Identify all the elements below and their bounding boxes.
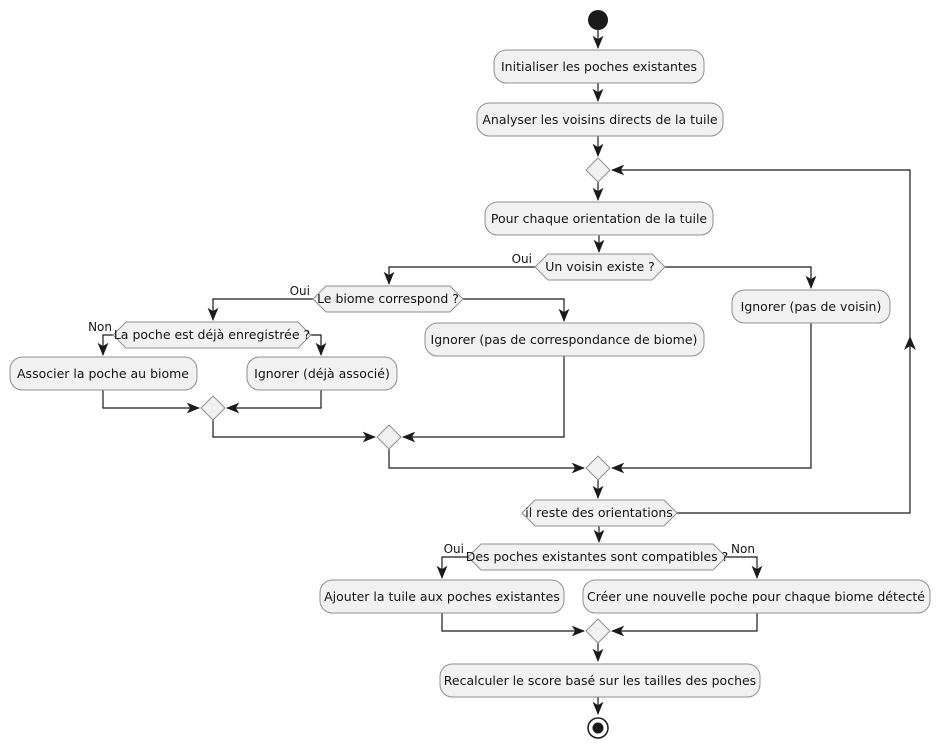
activity-ignorer-deja-associe: Ignorer (déjà associé) (246, 356, 398, 391)
activity-analyser-voisins: Analyser les voisins directs de la tuile (476, 102, 724, 137)
merge-diamond-3 (585, 455, 611, 481)
edge-creer-merge4 (611, 613, 758, 637)
end-node (587, 717, 609, 739)
decision-poche-deja-enregistree: La poche est déjà enregistrée ? (112, 321, 312, 349)
decision-hexagon (312, 285, 464, 313)
activity-box (246, 356, 398, 391)
activity-label: Analyser les voisins directs de la tuile (482, 112, 718, 127)
edge-poche-ignorer (311, 334, 327, 356)
activity-box (476, 102, 724, 137)
edge-labels: Oui Oui Non Oui Non (88, 252, 755, 556)
edge-label-biome-oui: Oui (290, 284, 310, 298)
activity-label: Initialiser les poches existantes (501, 59, 697, 74)
edge-biome-ignorer (463, 298, 570, 322)
decision-hexagon (112, 321, 312, 349)
decision-label: La poche est déjà enregistrée ? (114, 327, 310, 342)
decision-reste-orientations: il reste des orientations (521, 499, 678, 527)
activity-label: Ignorer (pas de correspondance de biome) (431, 332, 698, 347)
activity-ajouter-tuile: Ajouter la tuile aux poches existantes (319, 579, 565, 614)
edge-merge2-merge3 (388, 449, 585, 474)
start-node (588, 10, 608, 30)
decision-poches-compatibles: Des poches existantes sont compatibles ? (466, 543, 729, 571)
edge-ignorerbiome-merge2 (402, 356, 565, 443)
activity-label: Pour chaque orientation de la tuile (491, 211, 708, 226)
decision-label: Des poches existantes sont compatibles ? (466, 549, 729, 564)
activity-box (424, 322, 705, 357)
activity-box (9, 356, 198, 391)
decision-hexagon (534, 253, 666, 281)
activity-label: Ignorer (déjà associé) (254, 366, 390, 381)
activity-recalculer-score: Recalculer le score basé sur les tailles… (439, 663, 761, 698)
activity-label: Associer la poche au biome (17, 366, 189, 381)
edge-compatibles-non (726, 556, 763, 579)
edge-voisin-oui (383, 266, 535, 285)
activity-box (439, 663, 761, 698)
activity-label: Créer une nouvelle poche pour chaque bio… (587, 589, 925, 604)
activity-initialiser-poches: Initialiser les poches existantes (493, 49, 705, 84)
edge-label-voisin-oui: Oui (512, 252, 532, 266)
edge-associer-merge1 (102, 390, 200, 414)
edges (97, 30, 916, 715)
edge-compatibles-oui (436, 556, 468, 579)
edge-ajouter-merge4 (441, 613, 585, 637)
edge-label-compatibles-non: Non (731, 542, 755, 556)
decision-hexagon (521, 499, 678, 527)
decision-label: il reste des orientations (525, 505, 673, 520)
decision-le-biome-correspond: Le biome correspond ? (312, 285, 464, 313)
decision-label: Le biome correspond ? (317, 291, 459, 306)
end-node-dot (592, 722, 604, 734)
activity-ignorer-pas-de-voisin: Ignorer (pas de voisin) (731, 289, 891, 324)
activity-label: Ajouter la tuile aux poches existantes (324, 589, 560, 604)
activity-box (731, 289, 891, 324)
decision-label: Un voisin existe ? (545, 259, 655, 274)
edge-label-poche-non: Non (88, 320, 112, 334)
activity-box (582, 579, 931, 614)
edge-voisin-nonvoisin (665, 266, 817, 289)
merge-diamond-2 (376, 424, 402, 450)
merge-diamond-1 (200, 395, 226, 421)
activity-box (484, 201, 714, 236)
activity-label: Ignorer (pas de voisin) (741, 299, 882, 314)
activity-label: Recalculer le score basé sur les tailles… (444, 673, 756, 688)
activity-box (493, 49, 705, 84)
activity-creer-nouvelle-poche: Créer une nouvelle poche pour chaque bio… (582, 579, 931, 614)
edge-poche-non (97, 334, 113, 356)
decision-un-voisin-existe: Un voisin existe ? (534, 253, 666, 281)
merge-diamond-4 (585, 618, 611, 644)
edge-ignorervoisin-merge3 (611, 323, 812, 474)
edge-biome-oui (207, 298, 313, 321)
activity-associer-poche: Associer la poche au biome (9, 356, 198, 391)
activity-ignorer-pas-correspondance: Ignorer (pas de correspondance de biome) (424, 322, 705, 357)
loop-up-arrowhead (904, 336, 916, 350)
edge-merge1-merge2 (212, 420, 376, 443)
edge-ignorerassocie-merge1 (226, 390, 322, 414)
edge-label-compatibles-oui: Oui (444, 542, 464, 556)
activity-box (319, 579, 565, 614)
decision-hexagon (467, 543, 727, 571)
activity-pour-chaque-orientation: Pour chaque orientation de la tuile (484, 201, 714, 236)
merge-diamond-top (585, 157, 611, 183)
